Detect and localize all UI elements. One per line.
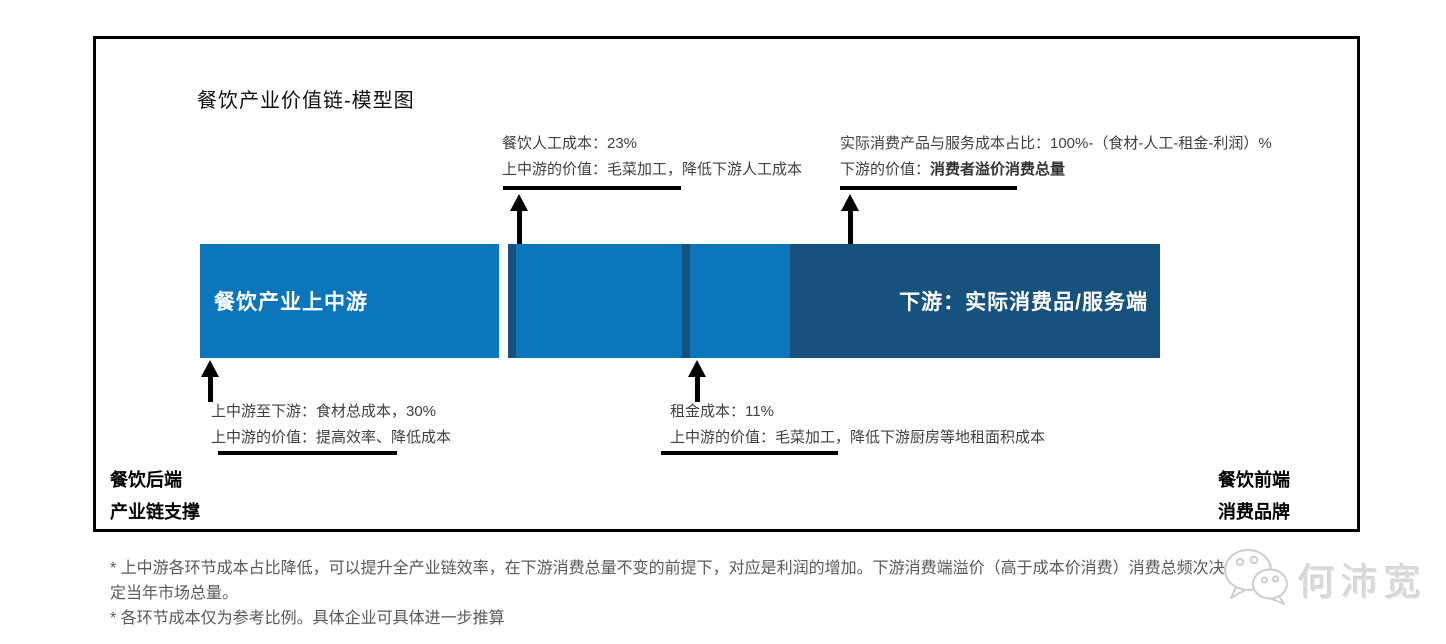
footnotes: * 上中游各环节成本占比降低，可以提升全产业链效率，在下游消费总量不变的前提下，… [110,556,1225,631]
annotation-consumption-cost-bold: 消费者溢价消费总量 [930,161,1066,178]
annotation-food-cost-line1: 上中游至下游：食材总成本，30% [211,403,437,420]
watermark: 何沛宽 [1222,546,1427,611]
arrow-up-labor-icon [510,194,528,211]
underline-labor-cost [503,186,681,190]
bar-segment-downstream-label: 下游：实际消费品/服务端 [899,291,1148,314]
corner-label-backend-line1: 餐饮后端 [110,470,182,490]
annotation-labor-cost-line2: 上中游的价值：毛菜加工，降低下游人工成本 [502,161,803,178]
annotation-food-cost-line2: 上中游的价值：提高效率、降低成本 [211,429,452,446]
bar-segment-middle [508,244,790,358]
footnote-line2: 定当年市场总量。 [110,585,239,602]
corner-label-frontend-line2: 消费品牌 [1218,502,1290,522]
corner-label-backend-line2: 产业链支撑 [110,502,200,522]
watermark-name: 何沛宽 [1298,561,1427,603]
annotation-consumption-cost-line2: 下游的价值：消费者溢价消费总量 [840,157,1272,183]
annotation-consumption-cost: 实际消费产品与服务成本占比：100%-（食材-人工-租金-利润）% 下游的价值：… [840,131,1272,183]
arrow-up-food-cost-icon [201,360,219,377]
bar-divider-strip-2 [682,244,690,358]
annotation-rent-cost-line2: 上中游的价值：毛菜加工，降低下游厨房等地租面积成本 [670,429,1046,446]
bar-divider-strip-1 [508,244,516,358]
annotation-labor-cost: 餐饮人工成本：23% 上中游的价值：毛菜加工，降低下游人工成本 [502,131,802,183]
corner-label-frontend-line1: 餐饮前端 [1218,470,1290,490]
annotation-consumption-cost-line1: 实际消费产品与服务成本占比：100%-（食材-人工-租金-利润）% [840,135,1272,152]
annotation-rent-cost-line1: 租金成本：11% [670,403,774,420]
arrow-up-labor-shaft [517,209,522,244]
arrow-up-food-cost-shaft [208,375,213,402]
arrow-up-consumption-shaft [848,209,853,244]
bar-segment-upstream-label: 餐饮产业上中游 [214,291,368,314]
diagram-title: 餐饮产业价值链-模型图 [197,90,415,112]
underline-consumption-cost [840,186,1017,190]
bar-segment-upstream: 餐饮产业上中游 [200,244,499,358]
corner-label-frontend: 餐饮前端 消费品牌 [1218,464,1290,528]
arrow-up-rent-cost-shaft [695,375,700,402]
underline-rent-cost [661,451,838,455]
arrow-up-consumption-icon [841,194,859,211]
corner-label-backend: 餐饮后端 产业链支撑 [110,464,200,528]
annotation-food-cost: 上中游至下游：食材总成本，30% 上中游的价值：提高效率、降低成本 [211,399,451,451]
wechat-logo-icon [1222,546,1292,611]
footnote-line3: * 各环节成本仅为参考比例。具体企业可具体进一步推算 [110,610,505,627]
annotation-consumption-cost-prefix: 下游的价值： [840,161,931,178]
annotation-rent-cost: 租金成本：11% 上中游的价值：毛菜加工，降低下游厨房等地租面积成本 [670,399,1045,451]
bar-segment-downstream: 下游：实际消费品/服务端 [790,244,1160,358]
annotation-labor-cost-line1: 餐饮人工成本：23% [502,135,638,152]
footnote-line1: * 上中游各环节成本占比降低，可以提升全产业链效率，在下游消费总量不变的前提下，… [110,560,1225,577]
underline-food-cost [218,451,397,455]
arrow-up-rent-cost-icon [688,360,706,377]
